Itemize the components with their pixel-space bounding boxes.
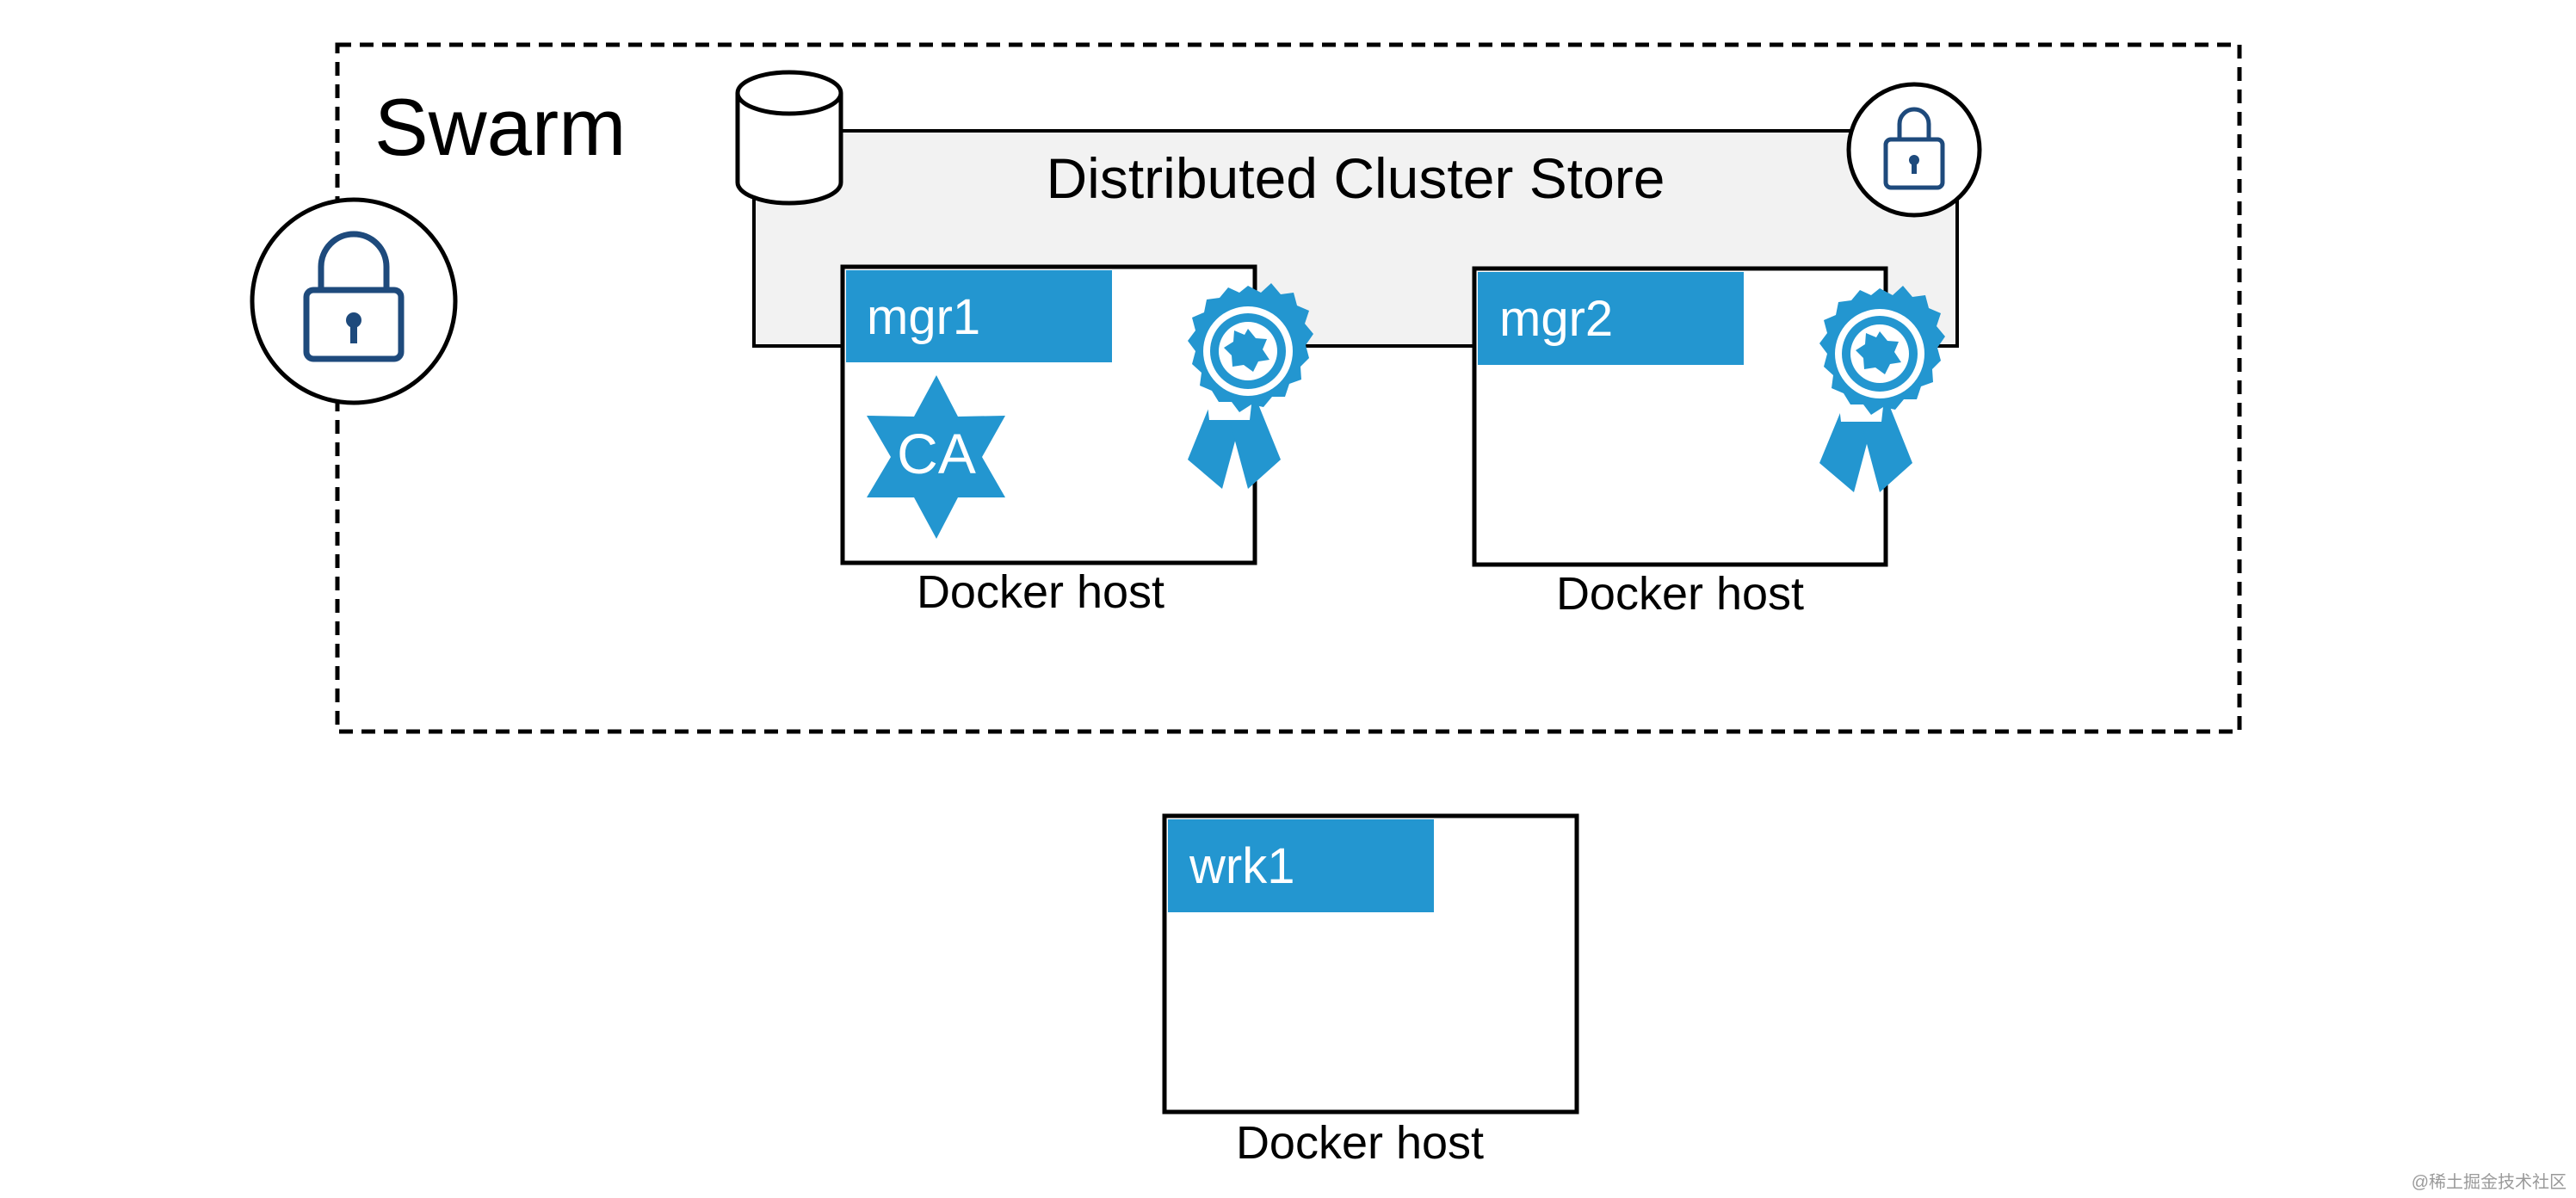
- certificate-ribbon-icon: [1819, 286, 1945, 492]
- watermark: @稀土掘金技术社区: [2412, 1172, 2567, 1192]
- swarm-lock-icon: [250, 197, 458, 405]
- swarm-label: Swarm: [374, 82, 626, 172]
- ca-badge-label: CA: [897, 422, 976, 485]
- ca-star-icon: CA: [867, 375, 1005, 539]
- database-icon: [735, 70, 843, 206]
- node-caption-mgr2: Docker host: [1556, 568, 1804, 620]
- node-header-wrk1: [1168, 819, 1434, 912]
- node-caption-wrk1: Docker host: [1236, 1117, 1484, 1169]
- node-name-wrk1: wrk1: [1189, 838, 1294, 894]
- cluster-store-label: Distributed Cluster Store: [1047, 146, 1665, 210]
- certificate-ribbon-icon: [1188, 283, 1313, 489]
- node-mgr2: mgr2 Docker host: [1472, 266, 1945, 620]
- node-name-mgr1: mgr1: [867, 289, 980, 345]
- node-header-mgr1: [846, 270, 1112, 362]
- node-wrk1: wrk1 Docker host: [1162, 813, 1579, 1169]
- store-lock-icon: [1846, 82, 1982, 218]
- node-name-mgr2: mgr2: [1499, 291, 1613, 347]
- node-header-mgr2: [1478, 272, 1744, 365]
- node-caption-mgr1: Docker host: [917, 566, 1164, 618]
- node-mgr1: mgr1 CA Docker host: [840, 264, 1313, 618]
